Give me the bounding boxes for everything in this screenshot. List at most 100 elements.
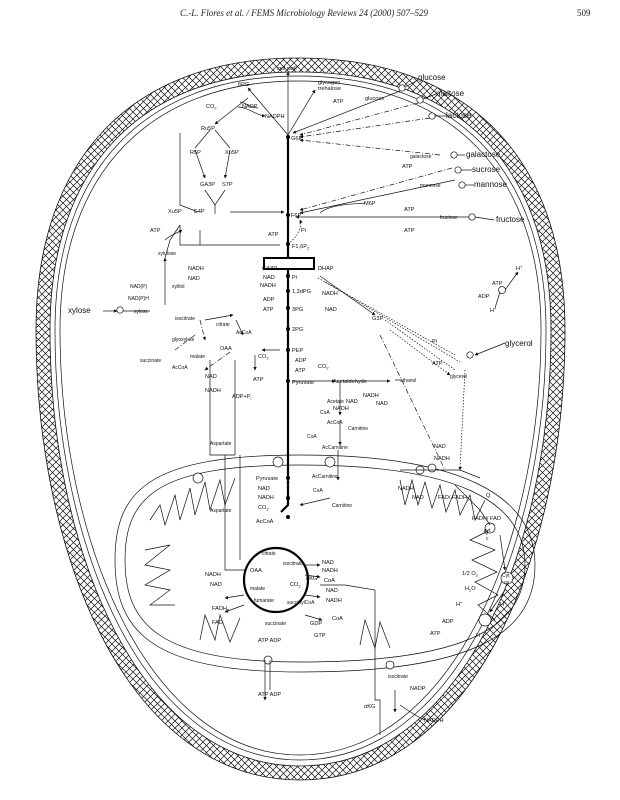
label-nadp-bottom: NADP bbox=[410, 686, 426, 692]
label-nad-idh: NAD bbox=[322, 560, 334, 566]
label-acetaldehyde: Acetaldehyde bbox=[333, 379, 367, 385]
label-atp-pma: ATP bbox=[492, 281, 503, 287]
label-coa-scs: CoA bbox=[332, 616, 343, 622]
glycerol-labels: NADH NAD G3P Pi ATP glycerol bbox=[322, 291, 467, 380]
label-gdp: GDP bbox=[310, 621, 322, 627]
plasma-membrane bbox=[54, 75, 547, 761]
label-glucose-inner: glucose bbox=[365, 96, 384, 102]
external-sugar-labels: glucose maltose lactose galactose sucros… bbox=[68, 73, 533, 348]
label-nad-ald: NAD bbox=[346, 399, 358, 405]
label-nad-adh: NAD bbox=[376, 401, 388, 407]
label-mannose-inner: mannose bbox=[420, 183, 441, 189]
label-nad-gpd: NAD bbox=[325, 307, 337, 313]
label-atp-gk: ATP bbox=[432, 361, 443, 367]
label-isocitrate-gly: isocitrate bbox=[175, 316, 195, 322]
label-atp-pk: ATP bbox=[295, 368, 306, 374]
label-galactose-inner: galactose bbox=[410, 154, 432, 160]
label-r5p: R5P bbox=[190, 150, 201, 156]
label-isocitrate-cyto: isocitrate bbox=[388, 674, 408, 680]
label-xylitol: xylitol bbox=[172, 284, 185, 290]
mitochondrion-outer-membrane bbox=[114, 454, 536, 673]
label-nadh-xdh: NADH bbox=[188, 266, 204, 272]
label-adp-mito: ADP bbox=[442, 619, 454, 625]
label-h-plus-mito3: H+ bbox=[500, 600, 507, 608]
label-accoa-gly: AcCoA bbox=[236, 330, 252, 336]
label-nadh-ald: NADH bbox=[333, 406, 349, 412]
label-glycerol: glycerol bbox=[505, 339, 533, 348]
label-cell-wall: cell wall bbox=[277, 66, 297, 72]
label-nadh-kgdh: NADH bbox=[326, 598, 342, 604]
label-accarnitine-mito: AcCarnitine bbox=[312, 474, 338, 480]
label-h2o: H2O bbox=[465, 586, 476, 593]
sugar-uptake-arrows bbox=[287, 90, 470, 245]
label-nadh-pdh: NADH bbox=[258, 495, 274, 501]
label-q: Q bbox=[486, 493, 491, 499]
label-atp-pfk: ATP bbox=[268, 232, 279, 238]
label-xu5p-left: Xu5P bbox=[168, 209, 182, 215]
label-carnitine: Carnitine bbox=[348, 426, 368, 432]
label-adp-pgk: ADP bbox=[263, 297, 275, 303]
label-nad-mdh-mito: NAD bbox=[210, 582, 222, 588]
label-adp-pi: ADP+Pi bbox=[232, 394, 252, 401]
label-pyruvate: Pyruvate bbox=[292, 380, 314, 386]
label-nadh-mdh: NADH bbox=[205, 388, 221, 394]
label-h-in: H+ bbox=[490, 306, 497, 314]
top-branch-labels: cell wall glycogen trehalose ATP glucose bbox=[277, 66, 384, 105]
mitochondrion-inner-membrane bbox=[124, 464, 526, 663]
label-nad-pdh: NAD bbox=[258, 486, 270, 492]
label-atp-m: ATP bbox=[404, 207, 415, 213]
label-citrate: citrate bbox=[262, 551, 276, 557]
label-coa-cat: CoA bbox=[307, 434, 317, 440]
label-pi-gpp: Pi bbox=[432, 339, 437, 345]
label-nadp-paren: NAD(P) bbox=[130, 284, 148, 290]
label-gtp: GTP bbox=[314, 633, 326, 639]
label-fructose: fructose bbox=[496, 215, 525, 224]
cell-wall bbox=[35, 57, 566, 781]
membrane-labels: ATP ADP H+ H+ bbox=[478, 264, 523, 314]
label-s7p: S7P bbox=[222, 182, 233, 188]
label-ethanol: ethanol bbox=[400, 378, 416, 384]
label-nad-mdh: NAD bbox=[205, 374, 217, 380]
label-fad-fadh: FAD/ FADH2 bbox=[438, 495, 470, 502]
label-sucrose: sucrose bbox=[472, 165, 501, 174]
label-oaa-cyto: OAA bbox=[220, 346, 232, 352]
label-succinate-gly: succinate bbox=[140, 358, 161, 364]
glycolysis-labels: G6P F6P Pi ATP F1,6P2 GA3P DHAP NAD Pi N… bbox=[260, 136, 334, 386]
label-accoa-cyto: AcCoA bbox=[327, 420, 343, 426]
label-atp-pgk: ATP bbox=[263, 307, 274, 313]
label-13bpg: 1,3dPG bbox=[292, 289, 311, 295]
label-6pg: 6PG bbox=[238, 82, 249, 88]
label-co2-pepck: CO2 bbox=[258, 354, 269, 361]
label-carnitine-mito: Carnitine bbox=[332, 503, 352, 509]
label-aspartate-top: Aspartate bbox=[210, 441, 232, 447]
label-nad-xdh: NAD bbox=[188, 276, 200, 282]
transporters bbox=[116, 84, 514, 670]
label-aspartate: Aspartate bbox=[210, 508, 232, 514]
label-glucose: glucose bbox=[418, 73, 446, 82]
label-accarnitine: AcCarnitine bbox=[322, 445, 348, 451]
label-nadh-ndi: NADH bbox=[398, 486, 414, 492]
label-isocitrate: isocitrate bbox=[283, 561, 303, 567]
label-cyt-c2: c bbox=[486, 536, 489, 542]
label-nad-kgdh: NAD bbox=[326, 588, 338, 594]
label-h-plus-mito2: H+ bbox=[476, 631, 483, 639]
label-accoa-mito: AcCoA bbox=[256, 519, 274, 525]
label-ga3p: GA3P bbox=[262, 266, 277, 272]
label-succinate: succinate bbox=[265, 621, 286, 627]
label-atp-xk: ATP bbox=[150, 228, 161, 234]
page-header: C.-L. Flores et al. / FEMS Microbiology … bbox=[0, 6, 620, 22]
label-coa-kgdh: CoA bbox=[324, 578, 335, 584]
label-fad-sdh: FAD bbox=[212, 620, 223, 626]
mito-labels: Aspartate Pyruvate AcCarnitine CoA NAD N… bbox=[210, 441, 510, 639]
label-malate-gly: malate bbox=[190, 354, 205, 360]
label-nadh-idh: NADH bbox=[322, 568, 338, 574]
label-nadp: NADP bbox=[242, 104, 258, 110]
label-atp-mito: ATP bbox=[430, 631, 441, 637]
label-nad-gapdh: NAD bbox=[263, 275, 275, 281]
label-cyt-ox2: ox bbox=[504, 580, 510, 586]
label-nadph: NADPH bbox=[265, 114, 285, 120]
cristae bbox=[144, 477, 499, 650]
label-nadh-ndi2: NADH bbox=[434, 456, 450, 462]
label-atp-top: ATP bbox=[333, 99, 344, 105]
label-oaa: OAA bbox=[250, 568, 262, 574]
